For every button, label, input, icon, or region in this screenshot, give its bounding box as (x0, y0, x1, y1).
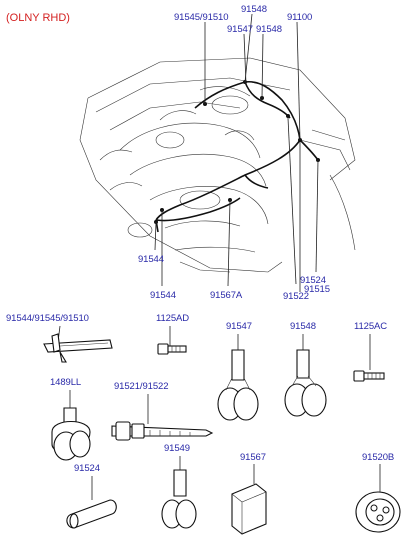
sleeve-91524-part (66, 476, 117, 529)
label-91522-top: 91522 (283, 291, 309, 302)
grommet-91520b-part (355, 464, 401, 533)
label-1125ad: 1125AD (156, 313, 189, 324)
label-1489ll: 1489LL (50, 377, 81, 388)
clamp-91547-part (217, 334, 259, 421)
clip-strap-part (43, 325, 113, 363)
clamp-91549-part (161, 456, 197, 529)
label-91548-top-2: 91548 (256, 24, 282, 35)
label-91547-top: 91547 (227, 24, 253, 35)
rhd-note: (OLNY RHD) (6, 12, 70, 24)
leader-lines (154, 13, 319, 292)
bolt-1125ac-part (353, 334, 385, 382)
label-91520b: 91520B (362, 452, 394, 463)
label-91524: 91524 (74, 463, 100, 474)
label-91549: 91549 (164, 443, 190, 454)
label-91515: 91515 (304, 284, 330, 295)
label-91545-91510-top: 91545/91510 (174, 12, 228, 23)
label-1125ac: 1125AC (354, 321, 387, 332)
engine-bay-illustration (79, 57, 356, 273)
label-91567a: 91567A (210, 290, 243, 301)
label-91524-top: 91524 (300, 275, 326, 286)
label-91548-top: 91548 (241, 4, 267, 15)
label-91100: 91100 (287, 12, 312, 23)
label-91567: 91567 (240, 452, 266, 463)
clamp-1489ll-part (51, 390, 91, 461)
bracket-91567-part (231, 464, 267, 535)
label-91521-91522: 91521/91522 (114, 381, 168, 392)
label-91548: 91548 (290, 321, 316, 332)
label-91544-b: 91544 (150, 290, 176, 301)
label-91547: 91547 (226, 321, 252, 332)
bolt-1125ad-part (157, 326, 187, 355)
cable-tie-part (111, 394, 214, 441)
clamp-91548-part (284, 334, 327, 417)
label-91544-91545-91510: 91544/91545/91510 (6, 313, 89, 324)
label-91544-a: 91544 (138, 254, 164, 265)
